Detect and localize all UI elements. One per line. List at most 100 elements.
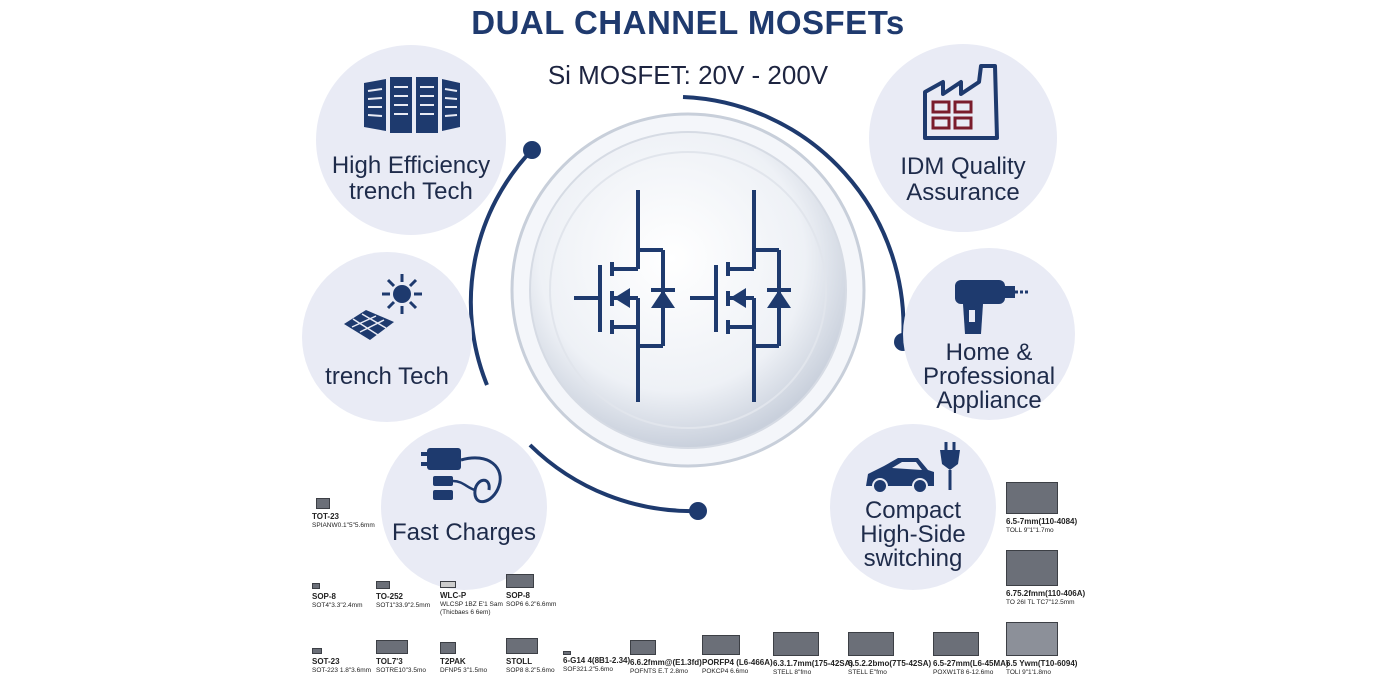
feature-home-appliance: Home & Professional Appliance bbox=[903, 248, 1075, 420]
package-dimensions: SOP6 6.2"6.6mm bbox=[506, 601, 557, 608]
package-name: SOP-8 bbox=[506, 591, 531, 600]
package-name: PORFP4 (L6-466A) bbox=[702, 658, 773, 667]
package-item: SOP-8 SOP6 6.2"6.6mm bbox=[506, 574, 556, 609]
package-dimensions: SOT-223 1.8"3.6mm bbox=[312, 667, 372, 674]
package-item: TO-252 SOT1"33.9"2.5mm bbox=[376, 581, 430, 610]
package-name: 6.5-7mm(110-4084) bbox=[1006, 517, 1078, 526]
feature-compact-switching: Compact High-Side switching bbox=[830, 424, 996, 590]
package-item: WLC-P WLCSP 1BZ E'1 Sam (Thicbaes 6 6em) bbox=[440, 581, 503, 617]
feature-label: trench Tech bbox=[325, 363, 449, 390]
package-chip-icon bbox=[1006, 482, 1058, 514]
package-item: 6.5-7mm(110-4084) TOLL 9"1"1.7mo bbox=[1006, 482, 1077, 535]
package-chip-icon bbox=[440, 581, 456, 588]
feature-fast-charges: Fast Charges bbox=[381, 424, 547, 590]
package-dimensions: WLCSP 1BZ E'1 Sam bbox=[440, 601, 503, 608]
package-dimensions: SOF321.2"5.6mo bbox=[563, 666, 614, 673]
package-dimensions: STELL 8"fmo bbox=[773, 669, 812, 676]
package-dimensions: POXW1T8 6-12.6mo bbox=[933, 669, 994, 676]
feature-label: IDM Quality bbox=[900, 153, 1026, 180]
package-chip-icon bbox=[312, 648, 322, 654]
feature-label: Assurance bbox=[906, 179, 1020, 206]
package-name: WLC-P bbox=[440, 591, 467, 600]
package-dimensions: TOLL 9"1"1.7mo bbox=[1006, 527, 1054, 534]
package-item: STOLL SOP8 8.2"5.6mo bbox=[506, 638, 555, 675]
package-chip-icon bbox=[848, 632, 894, 656]
package-name: STOLL bbox=[506, 657, 533, 666]
factory-icon bbox=[921, 62, 1003, 142]
package-chip-icon bbox=[702, 635, 740, 655]
package-item: 6.75.2fmm(110-406A) TO 26I TL TC7"12.5mm bbox=[1006, 550, 1085, 607]
dual-mosfet-symbol-icon bbox=[510, 112, 866, 468]
feature-label: Home & bbox=[945, 339, 1033, 366]
package-dimensions: SOTRE10"3.5mo bbox=[376, 667, 426, 674]
package-dimensions: TOLI 9"1'1.8mo bbox=[1006, 669, 1051, 676]
package-chip-icon bbox=[563, 651, 571, 655]
package-item: 6.3.1.7mm(175-42SA) STELL 8"fmo bbox=[773, 632, 853, 677]
package-dimensions: STELL E"fmo bbox=[848, 669, 887, 676]
charger-cable-icon bbox=[419, 438, 509, 512]
power-drill-icon bbox=[951, 276, 1033, 336]
package-name: TO-252 bbox=[376, 592, 403, 601]
package-item: 6-G14 4(8B1-2.34) SOF321.2"5.6mo bbox=[563, 651, 630, 674]
package-chip-icon bbox=[312, 583, 320, 589]
feature-label: Professional bbox=[922, 363, 1056, 390]
feature-idm-quality: IDM Quality Assurance bbox=[869, 44, 1057, 232]
package-name: 6.6.2fmm@(E1.3fd) bbox=[630, 658, 702, 667]
package-chip-icon bbox=[376, 581, 390, 589]
package-item: SOT-23 SOT-223 1.8"3.6mm bbox=[312, 648, 371, 675]
package-chip-icon bbox=[316, 498, 330, 509]
feature-trench-tech: trench Tech bbox=[302, 252, 472, 422]
package-item: TOL7'3 SOTRE10"3.5mo bbox=[376, 640, 426, 675]
package-name: 6.5.2.2bmo(7T5-42SA) bbox=[848, 659, 932, 668]
feature-label: switching bbox=[863, 545, 963, 572]
package-dimensions: SPIANW0.1"5"5.6mm bbox=[312, 522, 375, 529]
package-dimensions: DFNP5 3"1.5mo bbox=[440, 667, 488, 674]
package-item: 6.5.2.2bmo(7T5-42SA) STELL E"fmo bbox=[848, 632, 931, 677]
package-name: TOL7'3 bbox=[376, 657, 403, 666]
package-chip-icon bbox=[1006, 550, 1058, 586]
package-dimensions: SOT4"3.3"2.4mm bbox=[312, 602, 363, 609]
feature-label: High Efficiency bbox=[331, 152, 491, 179]
server-rack-icon bbox=[360, 77, 464, 133]
package-name: 6-G14 4(8B1-2.34) bbox=[563, 656, 631, 665]
package-chip-icon bbox=[933, 632, 979, 656]
package-chip-icon bbox=[376, 640, 408, 654]
package-chip-icon bbox=[630, 640, 656, 655]
package-dimensions: TO 26I TL TC7"12.5mm bbox=[1006, 599, 1075, 606]
package-chip-icon bbox=[506, 638, 538, 654]
feature-label: Compact bbox=[864, 497, 962, 524]
package-dimensions: POKCP4 6.6mo bbox=[702, 668, 749, 675]
package-chip-icon bbox=[773, 632, 819, 656]
package-chip-icon bbox=[1006, 622, 1058, 656]
feature-label: Appliance bbox=[936, 387, 1042, 414]
feature-label: High-Side bbox=[860, 521, 966, 548]
package-name: 6.3.1.7mm(175-42SA) bbox=[773, 659, 854, 668]
package-dimensions: (Thicbaes 6 6em) bbox=[440, 609, 491, 616]
package-dimensions: POFNTS E.T 2.8mo bbox=[630, 668, 689, 675]
package-dimensions: SOT1"33.9"2.5mm bbox=[376, 602, 431, 609]
package-item: TOT-23 SPIANW0.1"5"5.6mm bbox=[312, 498, 375, 530]
package-name: 6.75.2fmm(110-406A) bbox=[1006, 589, 1086, 598]
package-item: PORFP4 (L6-466A) POKCP4 6.6mo bbox=[702, 635, 773, 676]
package-item: SOP-8 SOT4"3.3"2.4mm bbox=[312, 583, 363, 610]
solar-panel-sun-icon bbox=[340, 270, 432, 346]
package-item: 6.6.2fmm@(E1.3fd) POFNTS E.T 2.8mo bbox=[630, 640, 702, 676]
page-subtitle: Si MOSFET: 20V - 200V bbox=[547, 60, 829, 90]
package-item: T2PAK DFNP5 3"1.5mo bbox=[440, 642, 487, 675]
feature-high-efficiency: High Efficiency trench Tech bbox=[316, 45, 506, 235]
car-plug-icon bbox=[862, 440, 962, 498]
package-name: SOT-23 bbox=[312, 657, 340, 666]
page-title: DUAL CHANNEL MOSFETs bbox=[471, 4, 905, 41]
package-name: 6.5-27mm(L6-45MA) bbox=[933, 659, 1009, 668]
package-name: TOT-23 bbox=[312, 512, 339, 521]
feature-label: Fast Charges bbox=[391, 519, 537, 546]
center-mosfet-disc bbox=[508, 110, 868, 470]
package-item: 6.5-27mm(L6-45MA) POXW1T8 6-12.6mo bbox=[933, 632, 1009, 677]
package-item: 6.5 Ywm(T10-6094) TOLI 9"1'1.8mo bbox=[1006, 622, 1077, 677]
feature-label: trench Tech bbox=[349, 178, 473, 205]
package-chip-icon bbox=[440, 642, 456, 654]
package-name: SOP-8 bbox=[312, 592, 337, 601]
package-name: T2PAK bbox=[440, 657, 466, 666]
package-chip-icon bbox=[506, 574, 534, 588]
package-name: 6.5 Ywm(T10-6094) bbox=[1006, 659, 1078, 668]
